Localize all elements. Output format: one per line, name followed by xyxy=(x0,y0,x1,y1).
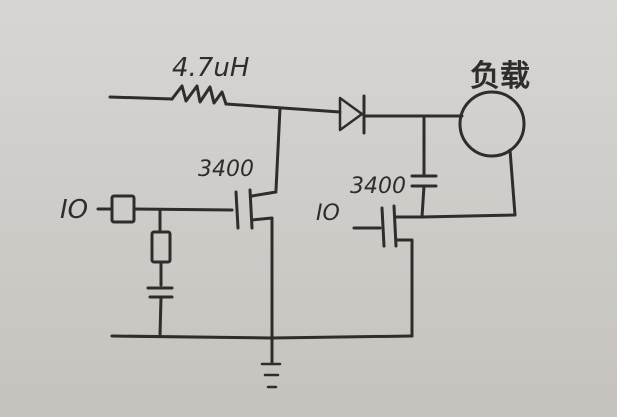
inductor-label: 4.7uH xyxy=(172,53,249,83)
input-right-label: IO xyxy=(316,201,340,226)
top-rail-left xyxy=(108,95,174,101)
resistor-body xyxy=(150,230,172,264)
mosfet-right-gate-plate xyxy=(380,206,386,248)
mosfet-left-gate-plate xyxy=(234,190,240,230)
input-left-label: IO xyxy=(60,195,88,225)
inductor-coil xyxy=(170,84,228,106)
input-left-terminal-box xyxy=(110,194,136,224)
load-return-wire xyxy=(420,148,517,219)
mosfet-left-source xyxy=(250,216,274,342)
diode-anode-triangle xyxy=(338,96,364,132)
right-cap-wire-bottom xyxy=(420,184,426,219)
load-label: 负载 xyxy=(470,59,530,94)
left-branch-wire-3 xyxy=(158,295,163,338)
mosfet-left-label: 3400 xyxy=(198,157,254,182)
node-vertical-upper xyxy=(274,106,282,192)
top-rail-mid xyxy=(224,102,342,114)
mosfet-right-label: 3400 xyxy=(350,174,406,199)
ground-rail xyxy=(110,334,414,340)
load-circle xyxy=(458,90,526,158)
mosfet-left-drain xyxy=(250,190,278,198)
mosfet-right-source xyxy=(394,238,414,338)
mosfet-left-gate-wire xyxy=(132,207,234,212)
mosfet-left-channel xyxy=(248,188,254,230)
